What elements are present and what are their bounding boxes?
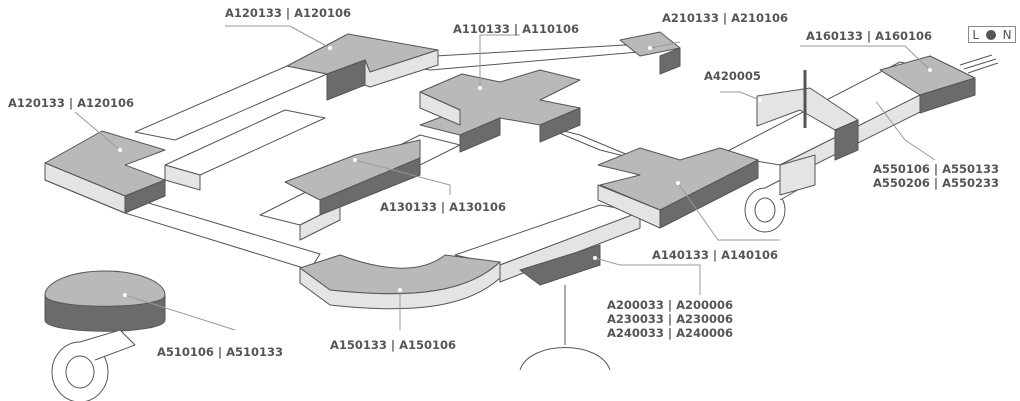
label-a550-line2: A550206 | A550233 bbox=[873, 176, 1000, 190]
label-a120-left: A120133 | A120106 bbox=[8, 96, 135, 110]
label-a210: A210133 | A210106 bbox=[662, 11, 789, 25]
end-cap-part bbox=[619, 31, 681, 75]
leader-lines bbox=[74, 25, 936, 331]
label-a200: A200033 | A200006 A230033 | A230006 A240… bbox=[607, 298, 733, 340]
label-a200-line1: A200033 | A200006 bbox=[607, 298, 734, 312]
track-rail-inner-top bbox=[164, 109, 326, 191]
pendant-part bbox=[44, 270, 166, 401]
label-a550-line1: A550106 | A550133 bbox=[873, 162, 1000, 176]
label-a130: A130133 | A130106 bbox=[380, 200, 507, 214]
brand-logo: L N bbox=[968, 26, 1016, 43]
logo-letter-left: L bbox=[972, 27, 980, 42]
label-a550: A550106 | A550133 A550206 | A550233 bbox=[873, 162, 999, 190]
label-a420: A420005 bbox=[704, 69, 761, 83]
feed-part bbox=[879, 54, 999, 114]
label-a120-top: A120133 | A120106 bbox=[225, 6, 352, 20]
label-a200-line2: A230033 | A230006 bbox=[607, 312, 734, 326]
label-a110: A110133 | A110106 bbox=[453, 22, 580, 36]
leader-dots bbox=[118, 46, 932, 297]
corner-part-top bbox=[286, 33, 439, 101]
spotlight-right bbox=[744, 154, 816, 233]
corner-part-right bbox=[597, 147, 759, 229]
curve-part bbox=[299, 254, 501, 310]
circle-plug-icon bbox=[985, 29, 996, 40]
label-a200-line3: A240033 | A240006 bbox=[607, 326, 734, 340]
label-a160: A160133 | A160106 bbox=[806, 29, 933, 43]
logo-letter-right: N bbox=[1002, 27, 1012, 42]
corner-part-left bbox=[44, 130, 166, 214]
cross-part bbox=[419, 69, 581, 153]
label-a140: A140133 | A140106 bbox=[652, 248, 779, 262]
label-a510: A510106 | A510133 bbox=[157, 345, 284, 359]
straight-part bbox=[284, 139, 421, 216]
underside-connector-part bbox=[519, 244, 611, 371]
bracket-part bbox=[756, 70, 859, 161]
label-a150: A150133 | A150106 bbox=[330, 338, 457, 352]
